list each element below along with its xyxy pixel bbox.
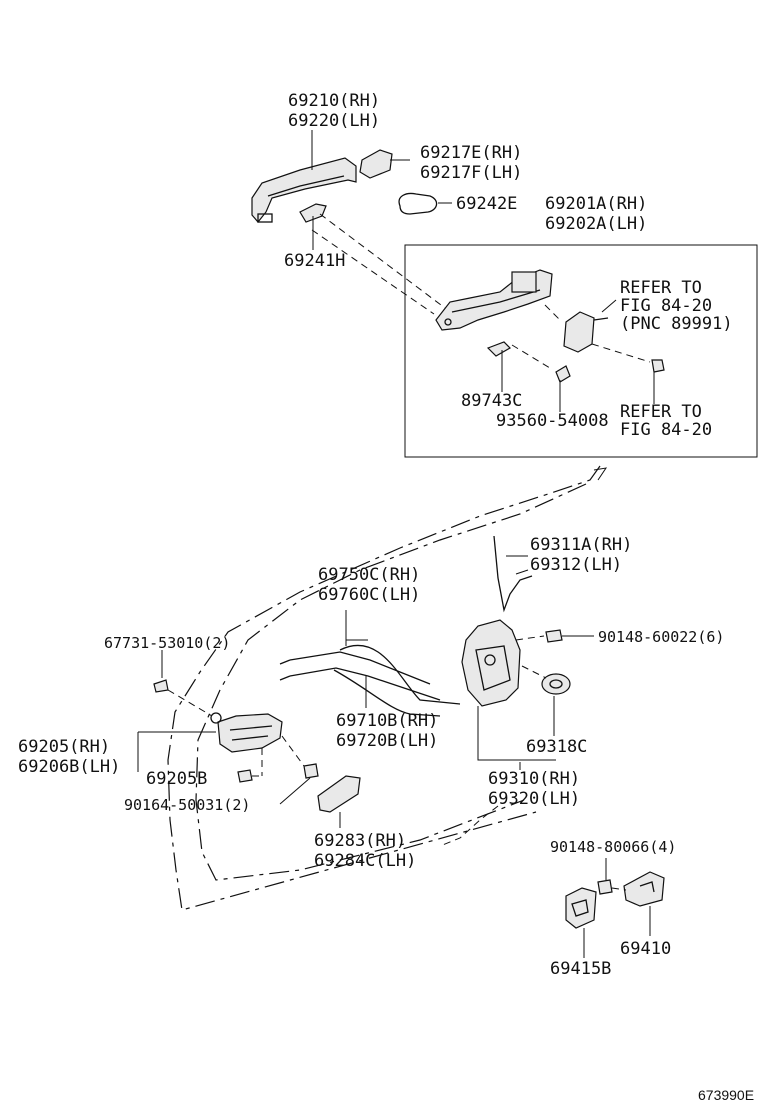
label-69201a: 69201A(RH)	[545, 194, 647, 214]
inside-handle-part	[217, 713, 283, 753]
label-69206b: 69206B(LH)	[18, 757, 120, 777]
outside-handle-group	[251, 149, 438, 223]
clip-part	[486, 341, 511, 357]
label-69284c: 69284C(LH)	[314, 851, 416, 871]
door-lock-part	[461, 619, 521, 707]
label-69312: 69312(LH)	[530, 555, 622, 575]
lock-cylinder-part	[563, 311, 595, 353]
label-69310: 69310(RH)	[488, 769, 580, 789]
label-69220: 69220(LH)	[288, 111, 380, 131]
label-69217e: 69217E(RH)	[420, 143, 522, 163]
label-69750c: 69750C(RH)	[318, 565, 420, 585]
label-69202a: 69202A(LH)	[545, 214, 647, 234]
door-outline	[167, 465, 601, 911]
label-69217f: 69217F(LH)	[420, 163, 522, 183]
screw-90164-part	[303, 763, 319, 779]
lock-rod-part	[493, 535, 533, 613]
label-refer-1a: REFER TO	[620, 278, 702, 298]
handle-cap-part	[359, 149, 393, 179]
label-refer-2b: FIG 84-20	[620, 420, 712, 440]
inside-handle-group	[210, 712, 283, 753]
label-69415b: 69415B	[550, 959, 611, 979]
striker-part	[623, 871, 665, 907]
label-refer-1c: (PNC 89991)	[620, 314, 733, 334]
handle-frame-group	[435, 269, 665, 383]
screw-part	[555, 365, 571, 383]
door-lock-group	[279, 535, 571, 717]
bolt-part	[651, 359, 665, 373]
label-69205: 69205(RH)	[18, 737, 110, 757]
striker-group	[565, 871, 665, 929]
cover-69283-part	[317, 775, 361, 813]
label-69318c: 69318C	[526, 737, 587, 757]
label-89743c: 89743C	[461, 391, 522, 411]
label-69710b: 69710B(RH)	[336, 711, 438, 731]
labels: 69210(RH) 69220(LH) 69217E(RH) 69217F(LH…	[18, 91, 754, 1103]
label-90148-80066: 90148-80066(4)	[550, 838, 676, 856]
label-69760c: 69760C(LH)	[318, 585, 420, 605]
label-67731: 67731-53010(2)	[104, 634, 230, 652]
clip-67731-part	[153, 679, 169, 693]
label-69241h: 69241H	[284, 251, 345, 271]
label-69720b: 69720B(LH)	[336, 731, 438, 751]
label-93560: 93560-54008	[496, 411, 609, 431]
label-69320: 69320(LH)	[488, 789, 580, 809]
label-69210: 69210(RH)	[288, 91, 380, 111]
label-90148-60022: 90148-60022(6)	[598, 628, 724, 646]
screw-69205b-part	[237, 769, 253, 783]
handle-pad-part	[299, 203, 327, 223]
label-69410: 69410	[620, 939, 671, 959]
label-69283: 69283(RH)	[314, 831, 406, 851]
frame-subassembly-box	[404, 244, 758, 458]
handle-gasket-part	[398, 192, 438, 215]
label-69205b: 69205B	[146, 769, 207, 789]
lock-screw-part	[545, 629, 563, 643]
figure-id: 673990E	[698, 1087, 754, 1103]
striker-plate-part	[565, 887, 597, 929]
label-refer-1b: FIG 84-20	[620, 296, 712, 316]
label-refer-2a: REFER TO	[620, 402, 702, 422]
striker-screw-part	[597, 879, 613, 895]
label-90164: 90164-50031(2)	[124, 796, 250, 814]
label-69242e: 69242E	[456, 194, 517, 214]
label-69311a: 69311A(RH)	[530, 535, 632, 555]
cushion-part	[541, 673, 571, 695]
